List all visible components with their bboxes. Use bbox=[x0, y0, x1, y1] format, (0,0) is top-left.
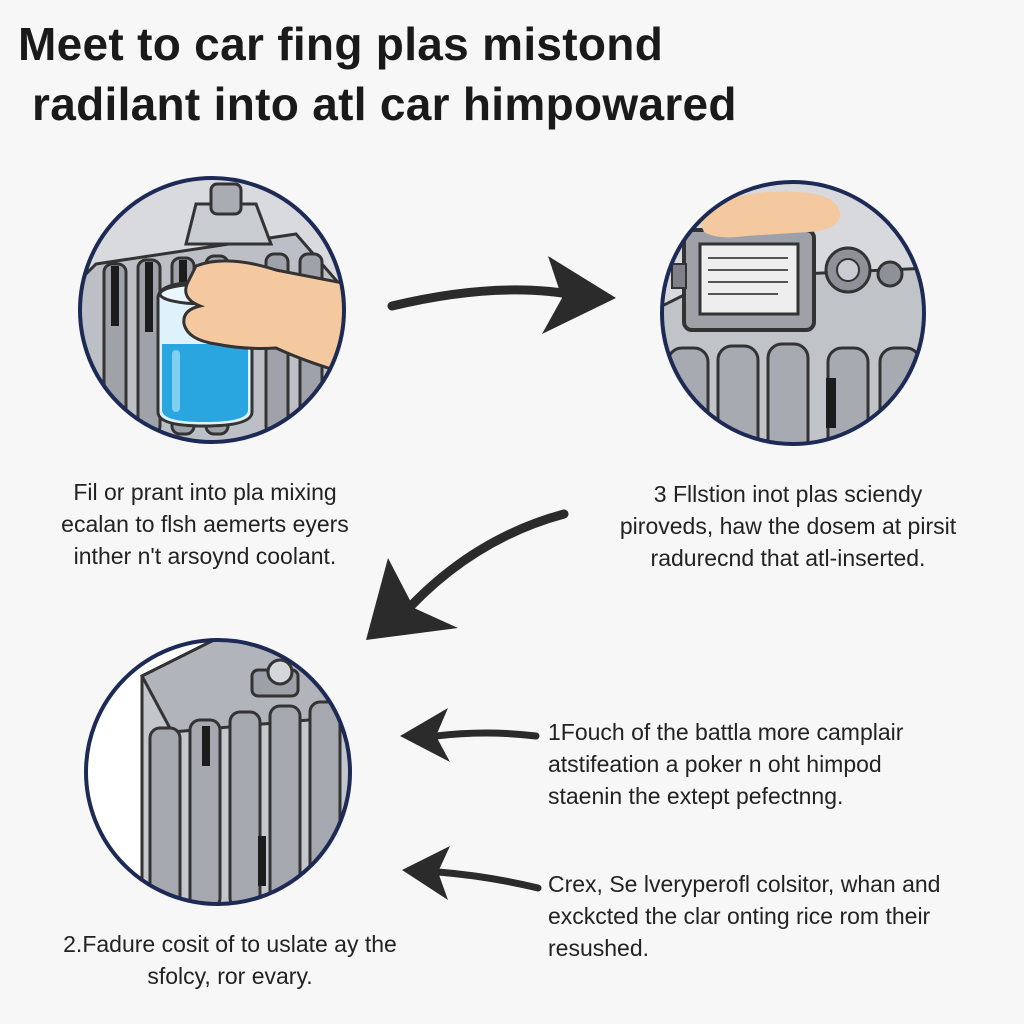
caption-line: 1Fouch of the battla more camplair bbox=[548, 719, 904, 745]
caption-line: inther n't arsoynd coolant. bbox=[73, 543, 337, 569]
arrow-down-left-icon bbox=[358, 500, 578, 650]
caption-line: Crex, Se lveryperofl colsitor, whan and bbox=[548, 871, 941, 897]
caption-right-1: 1Fouch of the battla more camplair atsti… bbox=[548, 716, 988, 812]
caption-line: piroveds, haw the dosem at pirsit bbox=[619, 513, 957, 539]
caption-line: 2.Fadure cosit of to uslate ay the bbox=[63, 931, 397, 957]
caption-line: Fil or prant into pla mixing bbox=[73, 479, 337, 505]
arrow-left-icon-1 bbox=[396, 700, 546, 770]
title-line-2: radilant into atl car himpowared bbox=[32, 78, 737, 130]
caption-line: staenin the extept pefectnng. bbox=[548, 783, 844, 809]
caption-line: exckcted the clar onting rice rom their bbox=[548, 903, 931, 929]
arrow-left-icon-2 bbox=[398, 842, 548, 912]
caption-line: radurecnd that atl-inserted. bbox=[650, 545, 926, 571]
arrow-right-icon bbox=[380, 240, 630, 340]
illustration-radiator bbox=[82, 636, 354, 908]
title-line-1: Meet to car fing plas mistond bbox=[18, 18, 664, 70]
caption-line: resushed. bbox=[548, 935, 650, 961]
caption-step-3: 3 Fllstion inot plas sciendy piroveds, h… bbox=[598, 478, 978, 574]
illustration-reservoir-cap bbox=[658, 178, 928, 448]
illustration-pour-coolant bbox=[76, 174, 348, 446]
caption-line: 3 Fllstion inot plas sciendy bbox=[653, 481, 923, 507]
caption-right-2: Crex, Se lveryperofl colsitor, whan and … bbox=[548, 868, 1008, 964]
caption-line: ecalan to flsh aemerts eyers bbox=[61, 511, 349, 537]
caption-line: sfolcy, ror evary. bbox=[147, 963, 313, 989]
caption-line: atstifeation a poker n oht himpod bbox=[548, 751, 882, 777]
caption-step-2: 2.Fadure cosit of to uslate ay the sfolc… bbox=[20, 928, 440, 992]
caption-step-1: Fil or prant into pla mixing ecalan to f… bbox=[30, 476, 380, 572]
diagram-title: Meet to car fing plas mistond radilant i… bbox=[18, 14, 1008, 134]
